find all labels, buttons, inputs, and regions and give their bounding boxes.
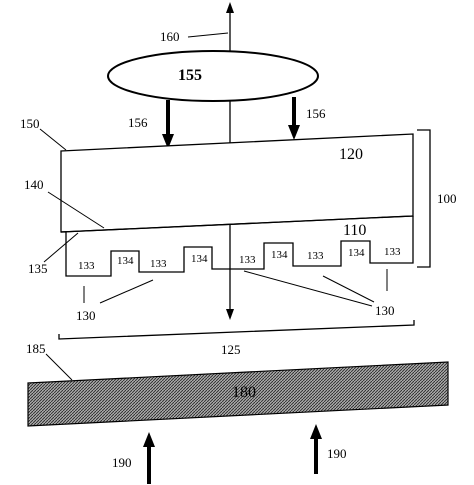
- grating-seg-134-4: 134: [348, 247, 365, 259]
- arrow-190-left-head: [143, 432, 155, 447]
- label-100: 100: [437, 191, 457, 206]
- grating-seg-133-4: 133: [307, 250, 324, 262]
- label-150: 150: [20, 116, 40, 131]
- label-130-right: 130: [375, 303, 395, 318]
- grating-seg-134-1: 134: [117, 255, 134, 267]
- arrow-156-left-head: [162, 134, 174, 149]
- label-185: 185: [26, 341, 46, 356]
- arrow-156-right-label: 156: [306, 106, 326, 121]
- arrow-190-left-label: 190: [112, 455, 132, 470]
- arrow-190-right-head: [310, 424, 322, 439]
- interface-140: [60, 215, 414, 233]
- bracket-100: [417, 129, 431, 268]
- axis-label: 160: [160, 29, 180, 44]
- layer-110-label: 110: [343, 222, 366, 239]
- grating-seg-133-2: 133: [150, 258, 167, 270]
- leader-185: [45, 353, 73, 381]
- arrow-190-right-label: 190: [327, 446, 347, 461]
- layer-120-label: 120: [339, 146, 363, 163]
- lens-ellipse: [107, 50, 319, 102]
- label-130-left: 130: [76, 308, 96, 323]
- leader-130-right-b: [322, 275, 375, 303]
- substrate-180: [27, 361, 449, 427]
- label-140: 140: [24, 177, 44, 192]
- optical-axis-arrowhead-bottom: [226, 309, 234, 320]
- grating-seg-134-3: 134: [271, 249, 288, 261]
- grating-seg-133-3: 133: [239, 254, 256, 266]
- leader-150: [39, 128, 67, 151]
- axis-leader: [187, 32, 229, 38]
- leader-140: [47, 191, 105, 229]
- arrow-156-left-label: 156: [128, 115, 148, 130]
- label-135: 135: [28, 261, 48, 276]
- grating-profile: [61, 216, 414, 277]
- leader-130-left-b: [99, 279, 154, 304]
- lens-label: 155: [178, 67, 202, 84]
- optical-axis-arrowhead-top: [226, 2, 234, 13]
- bracket-125: [58, 320, 415, 340]
- substrate-label: 180: [232, 384, 256, 401]
- arrow-156-right-head: [288, 125, 300, 140]
- label-125: 125: [221, 342, 241, 357]
- leader-130-right-a: [243, 270, 373, 307]
- grating-seg-134-2: 134: [191, 253, 208, 265]
- grating-seg-133-1: 133: [78, 260, 95, 272]
- leader-135: [43, 232, 79, 263]
- grating-seg-133-5: 133: [384, 246, 401, 258]
